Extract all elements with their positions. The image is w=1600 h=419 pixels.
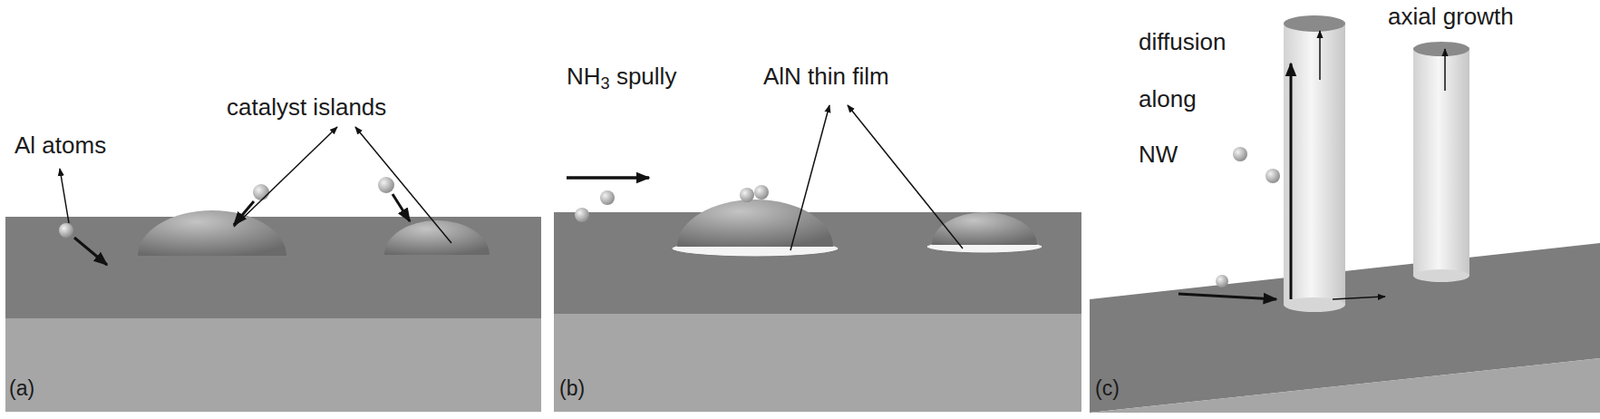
annotation-label: along (1138, 86, 1197, 113)
panel-label: (b) (559, 377, 585, 400)
annotation-label: NW (1138, 141, 1178, 168)
annotation-label: axial growth (1387, 3, 1514, 30)
annotation-label: Al atoms (14, 132, 107, 159)
annotation-label: AlN thin film (763, 63, 890, 90)
annotation-label: NH3 spully (566, 63, 677, 93)
panel-label: (a) (9, 377, 35, 400)
panel-label: (c) (1095, 377, 1120, 400)
annotation-label: diffusion (1138, 29, 1226, 56)
annotation-label: catalyst islands (226, 94, 387, 121)
